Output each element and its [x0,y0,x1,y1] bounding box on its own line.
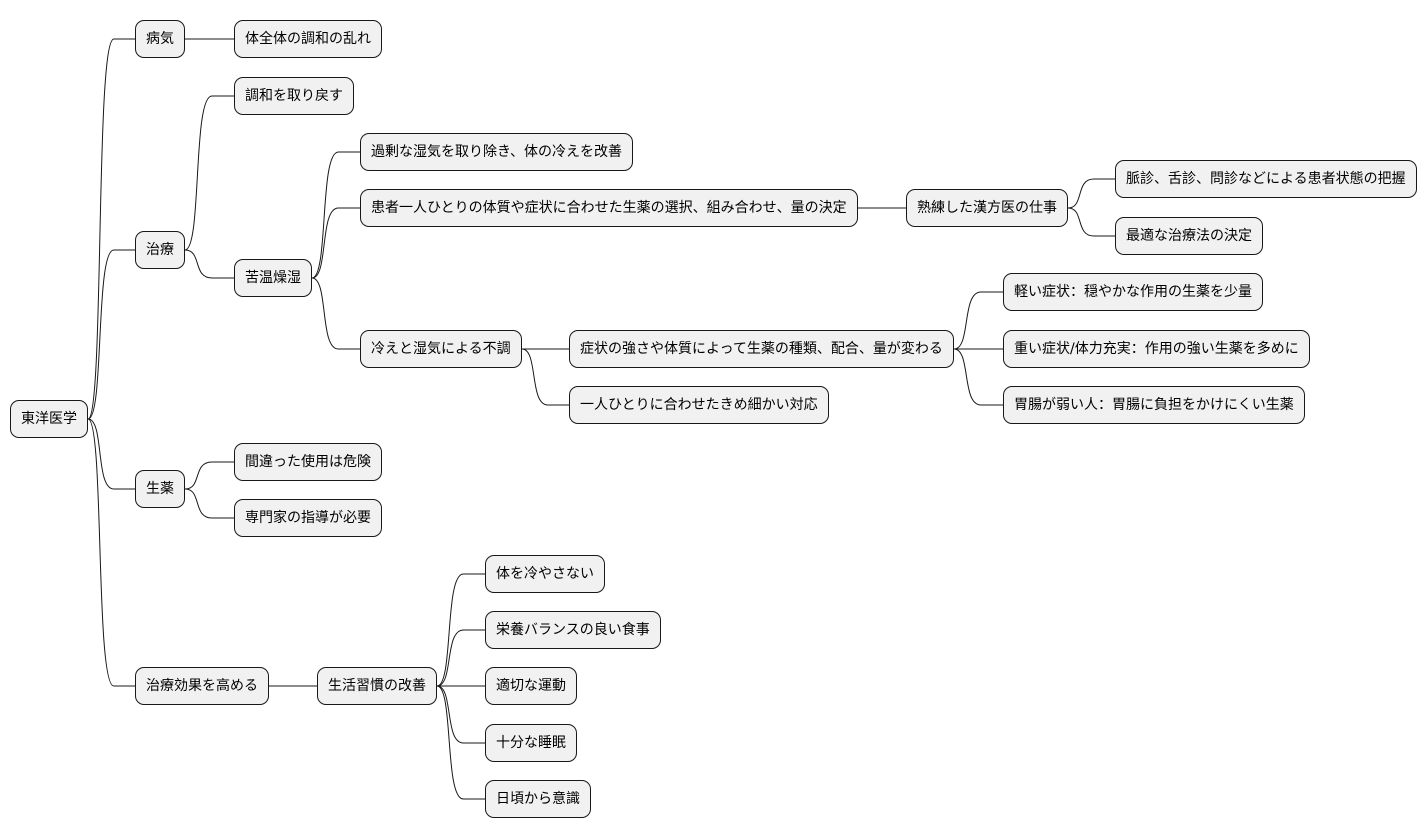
node-chiryo[interactable]: 治療 [135,231,185,269]
node-kimekomakai-taio[interactable]: 一人ひとりに合わせたきめ細かい対応 [569,386,829,424]
node-saiteki-chiryo[interactable]: 最適な治療法の決定 [1115,217,1263,255]
node-shoyaku[interactable]: 生薬 [135,470,185,508]
connector-line [184,461,234,490]
node-hie-shikke-fucho[interactable]: 冷えと湿気による不調 [360,330,522,368]
connector-line [436,629,485,687]
connector-line [184,488,234,519]
connector-line [436,573,485,687]
node-shikke-jokyo[interactable]: 過剰な湿気を取り除き、体の冷えを改善 [360,133,634,171]
connector-line [1067,207,1115,237]
connector-line [436,685,485,800]
connector-line [953,291,1003,350]
node-chowa-midare[interactable]: 体全体の調和の乱れ [234,20,382,58]
node-karui-shojo[interactable]: 軽い症状：穏やかな作用の生薬を少量 [1003,273,1263,311]
node-seikatsu-shukan[interactable]: 生活習慣の改善 [317,667,437,705]
connector-line [87,249,135,420]
node-shinsatsu-haaku[interactable]: 脈診、舌診、問診などによる患者状態の把握 [1115,160,1417,198]
node-ichou-yowai[interactable]: 胃腸が弱い人：胃腸に負担をかけにくい生薬 [1003,386,1305,424]
node-shoyaku-sentaku[interactable]: 患者一人ひとりの体質や症状に合わせた生薬の選択、組み合わせ、量の決定 [360,189,858,227]
node-byoki[interactable]: 病気 [135,20,185,58]
node-higoro-ishiki[interactable]: 日頃から意識 [485,780,591,818]
node-tekisetsu-undo[interactable]: 適切な運動 [485,667,577,705]
node-shojo-tsuyosa[interactable]: 症状の強さや体質によって生薬の種類、配合、量が変わる [569,330,954,368]
connector-line [87,38,135,420]
connector-line [436,685,485,744]
node-omoi-shojo[interactable]: 重い症状/体力充実：作用の強い生薬を多めに [1003,330,1310,368]
connector-line [1067,178,1115,209]
node-chiryo-kouka[interactable]: 治療効果を高める [135,667,269,705]
node-hiyasanai[interactable]: 体を冷やさない [485,555,605,593]
connector-line [311,151,360,279]
node-machigatta-shiyo[interactable]: 間違った使用は危険 [234,443,382,481]
node-senmonka-shido[interactable]: 専門家の指導が必要 [234,499,382,537]
node-suimin[interactable]: 十分な睡眠 [485,724,577,762]
connector-line [311,207,360,279]
connector-line [521,348,569,406]
connector-line [953,348,1003,406]
connector-line [87,418,135,490]
connector-line [184,95,234,251]
node-eiyo-balance[interactable]: 栄養バランスの良い食事 [485,611,661,649]
node-root[interactable]: 東洋医学 [10,400,88,438]
connector-line [184,249,234,279]
node-kuon-sositsu[interactable]: 苦温燥湿 [234,259,312,297]
node-chowa-torimodosu[interactable]: 調和を取り戻す [234,77,354,115]
node-kanpoi-shigoto[interactable]: 熟練した漢方医の仕事 [906,189,1068,227]
connector-line [311,277,360,350]
connector-line [87,418,135,687]
